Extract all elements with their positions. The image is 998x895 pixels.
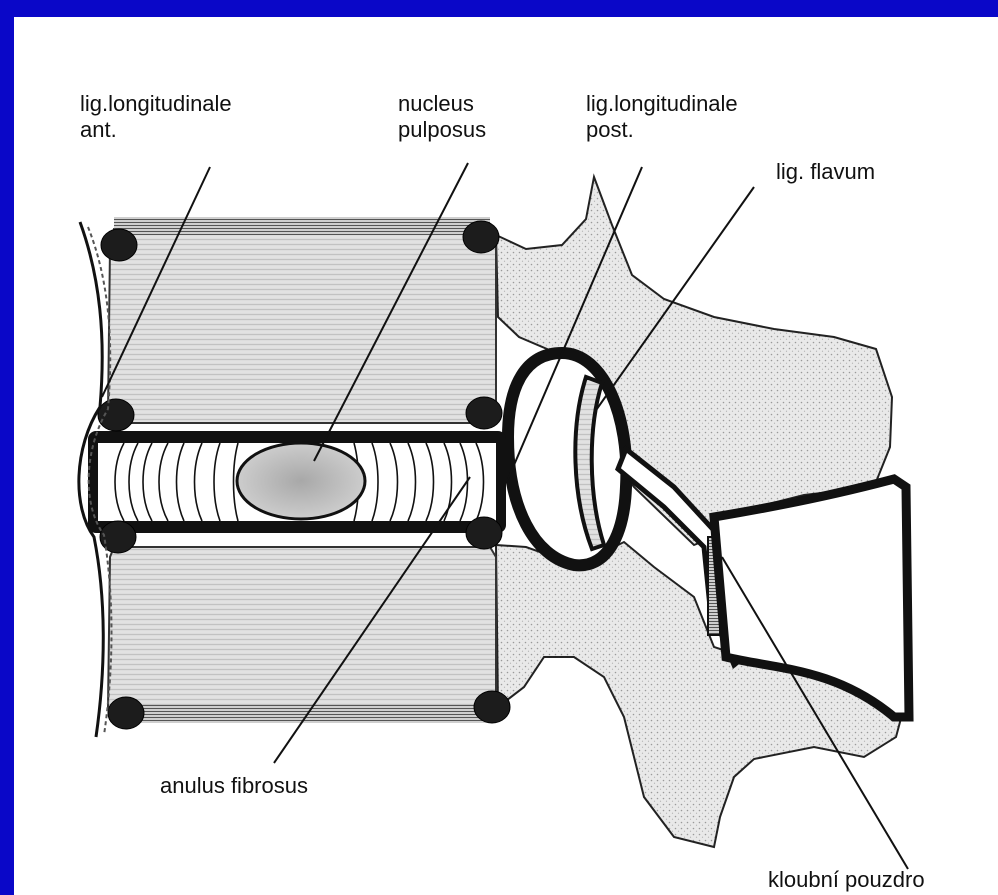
lower-vertebral-body [108, 547, 496, 719]
intervertebral-foramen [508, 353, 626, 565]
label-nucleus-pulposus: nucleus pulposus [398, 91, 486, 143]
label-line: post. [586, 117, 738, 143]
label-line: lig.longitudinale [80, 91, 232, 117]
lower-endplate-bottom [114, 705, 490, 723]
diagram-panel: lig.longitudinale ant. nucleus pulposus … [14, 17, 998, 895]
label-line: lig.longitudinale [586, 91, 738, 117]
label-line: ant. [80, 117, 232, 143]
label-lig-flavum: lig. flavum [776, 159, 875, 185]
label-line: pulposus [398, 117, 486, 143]
spine-segment-illustration [14, 17, 998, 895]
label-anulus-fibrosus: anulus fibrosus [160, 773, 308, 799]
upper-endplate-top [114, 217, 490, 235]
label-kloubni-pouzdro: kloubní pouzdro [768, 867, 925, 893]
label-lig-longitudinale-post: lig.longitudinale post. [586, 91, 738, 143]
label-lig-longitudinale-ant: lig.longitudinale ant. [80, 91, 232, 143]
nucleus-pulposus [237, 443, 365, 519]
label-line: nucleus [398, 91, 486, 117]
